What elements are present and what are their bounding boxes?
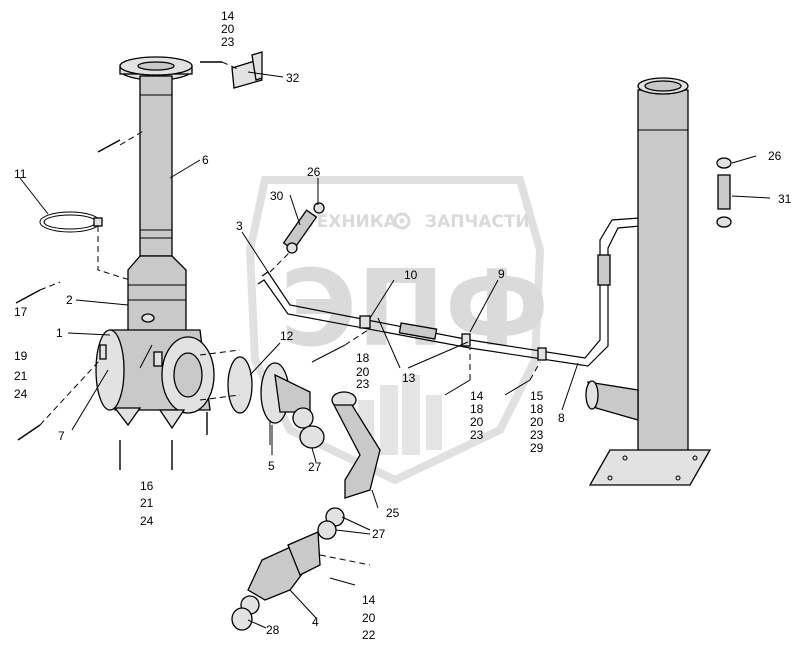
label-top-group-1: 14 [221,9,235,23]
label-right-group1-1: 14 [470,389,484,403]
label-6: 6 [202,153,209,167]
air-cleaner-assembly [15,51,263,470]
label-30: 30 [270,189,284,203]
label-mid-group-3: 23 [356,377,370,391]
label-right-group1-4: 23 [470,428,484,442]
label-right-group2-3: 20 [530,415,544,429]
label-left-group-4: 24 [14,387,28,401]
label-25: 25 [386,506,400,520]
label-2: 2 [66,293,73,307]
label-9: 9 [498,267,505,281]
label-27b: 27 [372,527,386,541]
watermark: ТЕХНИКА ЗАПЧАСТИ ЭПФ [245,176,549,485]
label-bottom-left-1: 16 [140,479,154,493]
label-12: 12 [280,329,294,343]
label-13: 13 [402,371,416,385]
label-right-group1-3: 20 [470,415,484,429]
cone-transition [127,255,187,346]
label-26b: 26 [768,149,782,163]
label-27a: 27 [308,460,322,474]
label-bottom-group-1: 14 [362,593,376,607]
label-26a: 26 [307,165,321,179]
leader-lines [19,71,771,629]
part-labels: 14 20 23 32 6 11 2 1 7 17 19 21 24 16 21… [14,9,792,642]
watermark-text-left: ТЕХНИКА [305,212,398,232]
intake-pipe [139,75,173,257]
label-right-group2-1: 15 [530,389,544,403]
label-1: 1 [56,326,63,340]
bracket [231,51,263,89]
tube-assembly [257,202,641,396]
gear-icon [393,212,411,230]
watermark-logo: ЭПФ [280,248,549,370]
label-right-group2-5: 29 [530,441,544,455]
label-7: 7 [58,429,65,443]
label-mid-group-1: 18 [356,351,370,365]
assembly-lines-left [39,61,241,426]
label-left-group-3: 21 [14,369,28,383]
label-32: 32 [286,71,300,85]
label-bottom-group-2: 20 [362,611,376,625]
label-right-group2-4: 23 [530,428,544,442]
label-right-group1-2: 18 [470,402,484,416]
adapter-parts [199,349,325,449]
label-mid-group-2: 20 [356,365,370,379]
label-right-group2-2: 18 [530,402,544,416]
label-bottom-left-2: 21 [140,496,154,510]
label-bottom-group-3: 22 [362,628,376,642]
label-5: 5 [268,459,275,473]
label-8: 8 [558,411,565,425]
watermark-text-right: ЗАПЧАСТИ [425,212,530,232]
label-31: 31 [778,192,792,206]
label-4: 4 [312,615,319,629]
label-left-group-2: 19 [14,349,28,363]
label-top-group-3: 23 [221,35,235,49]
label-11: 11 [14,167,27,181]
label-left-group-1: 17 [14,305,28,319]
exhaust-stack [585,77,732,486]
bolts-left [15,61,222,470]
label-10: 10 [404,268,418,282]
label-3: 3 [236,219,243,233]
air-cleaner-housing [95,329,215,430]
label-bottom-left-3: 24 [140,514,154,528]
hose-and-elbow [231,391,381,631]
label-28: 28 [266,623,280,637]
clamp-ring [39,211,103,233]
top-flange [119,56,193,81]
label-top-group-2: 20 [221,22,235,36]
